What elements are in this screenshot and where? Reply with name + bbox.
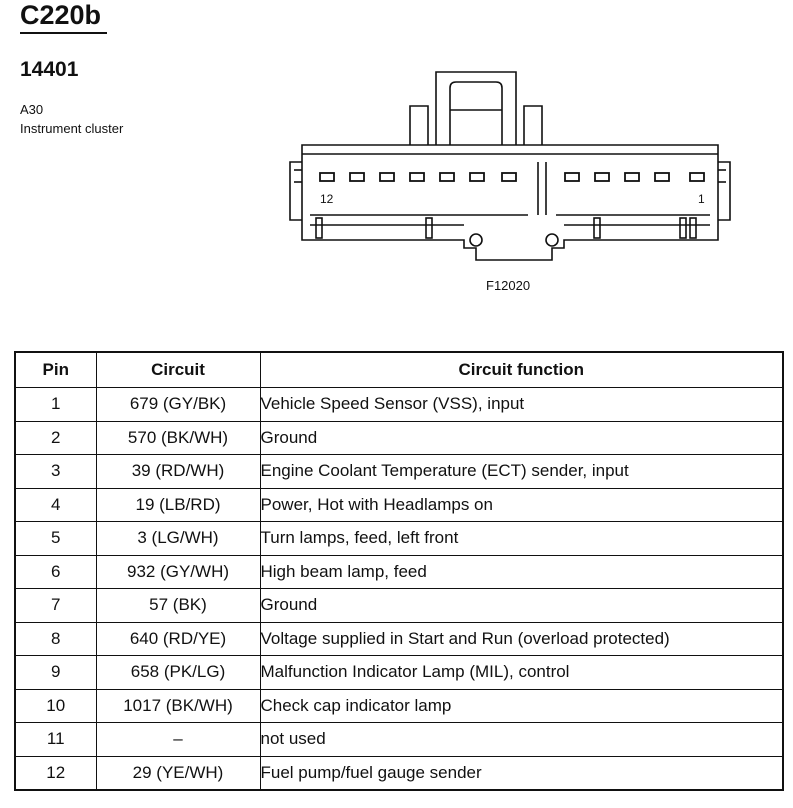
function-cell: Ground [259,588,784,623]
circuit-cell: 640 (RD/YE) [95,621,261,656]
pin-cell: 8 [14,621,97,656]
function-cell: Vehicle Speed Sensor (VSS), input [259,387,784,422]
pin-cell: 9 [14,655,97,690]
reference-description: Instrument cluster [20,121,124,136]
table-row: 11 – not used [14,722,784,757]
pin-label-right: 1 [698,192,705,206]
latch-inner [449,81,503,145]
pin-cell: 6 [14,554,97,589]
pin-cell: 12 [14,755,97,791]
circuit-cell: – [95,722,261,757]
function-cell: Engine Coolant Temperature (ECT) sender,… [259,454,784,489]
table-row: 7 57 (BK) Ground [14,588,784,623]
pin-label-left: 12 [320,192,334,206]
pin-cell: 1 [14,387,97,422]
circuit-cell: 658 (PK/LG) [95,655,261,690]
connector-face-diagram: 12 1 [289,71,731,261]
part-number: 14401 [20,58,79,81]
circuit-cell: 3 (LG/WH) [95,521,261,556]
reference-code: A30 [20,102,44,117]
table-row: 1 679 (GY/BK) Vehicle Speed Sensor (VSS)… [14,387,784,422]
header-circuit-function: Circuit function [259,351,784,388]
function-cell: Voltage supplied in Start and Run (overl… [259,621,784,656]
table-row: 3 39 (RD/WH) Engine Coolant Temperature … [14,454,784,489]
function-cell: Fuel pump/fuel gauge sender [259,755,784,791]
table-row: 10 1017 (BK/WH) Check cap indicator lamp [14,688,784,723]
function-cell: Check cap indicator lamp [259,688,784,723]
circuit-cell: 19 (LB/RD) [95,487,261,522]
function-cell: High beam lamp, feed [259,554,784,589]
circuit-cell: 1017 (BK/WH) [95,688,261,723]
table-header-row: Pin Circuit Circuit function [14,351,784,388]
circuit-cell: 679 (GY/BK) [95,387,261,422]
pin-cell: 11 [14,722,97,757]
pinout-table: Pin Circuit Circuit function 1 679 (GY/B… [14,351,784,791]
circuit-cell: 57 (BK) [95,588,261,623]
pin-cell: 5 [14,521,97,556]
table-row: 4 19 (LB/RD) Power, Hot with Headlamps o… [14,487,784,522]
pin-cell: 7 [14,588,97,623]
pin-cavities [319,172,705,182]
function-cell: Power, Hot with Headlamps on [259,487,784,522]
circuit-cell: 39 (RD/WH) [95,454,261,489]
circuit-cell: 570 (BK/WH) [95,420,261,455]
title-underline [20,32,107,34]
function-cell: Turn lamps, feed, left front [259,521,784,556]
function-cell: Malfunction Indicator Lamp (MIL), contro… [259,655,784,690]
pin-cell: 3 [14,454,97,489]
table-row: 6 932 (GY/WH) High beam lamp, feed [14,554,784,589]
function-cell: Ground [259,420,784,455]
circuit-cell: 29 (YE/WH) [95,755,261,791]
latch-outline [435,71,517,145]
table-row: 2 570 (BK/WH) Ground [14,420,784,455]
figure-id: F12020 [486,278,531,293]
pin-cell: 10 [14,688,97,723]
table-row: 8 640 (RD/YE) Voltage supplied in Start … [14,621,784,656]
function-cell: not used [259,722,784,757]
circuit-cell: 932 (GY/WH) [95,554,261,589]
table-row: 12 29 (YE/WH) Fuel pump/fuel gauge sende… [14,755,784,791]
table-row: 5 3 (LG/WH) Turn lamps, feed, left front [14,521,784,556]
housing-outline [301,144,719,261]
pin-cell: 4 [14,487,97,522]
connector-id: C220b [20,0,102,30]
table-row: 9 658 (PK/LG) Malfunction Indicator Lamp… [14,655,784,690]
header-circuit: Circuit [95,351,261,388]
header-pin: Pin [14,351,97,388]
pin-cell: 2 [14,420,97,455]
